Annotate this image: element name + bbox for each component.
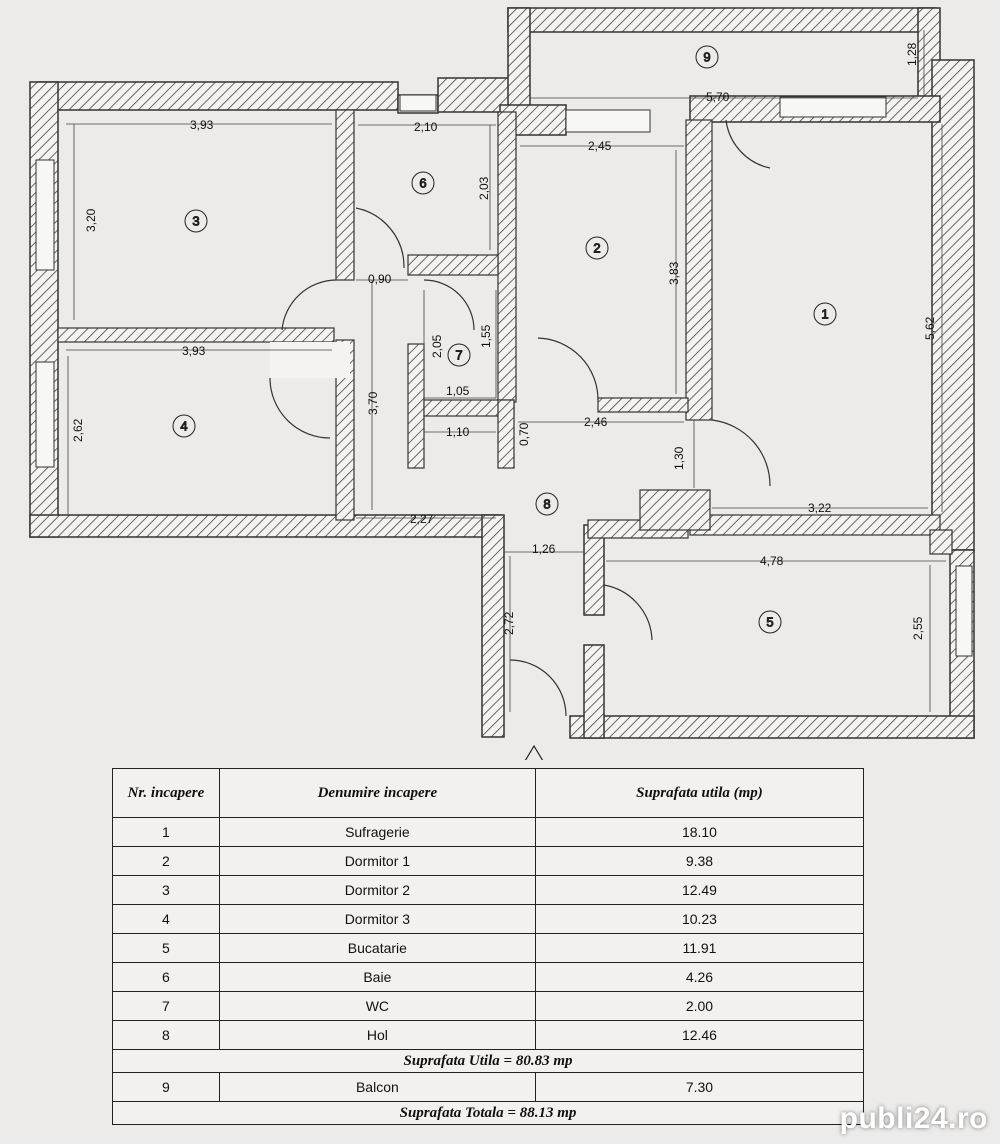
dim-r6-width: 2,10 [414, 120, 438, 134]
useful-total: Suprafata Utila = 80.83 mp [112, 1049, 864, 1073]
room-marker-7: 7 [447, 343, 471, 367]
svg-text:1: 1 [821, 307, 828, 322]
windows [35, 94, 973, 657]
dim-r8-entry: 1,26 [532, 542, 556, 556]
svg-text:2: 2 [593, 241, 600, 256]
dim-r5-width: 4,78 [760, 554, 784, 568]
svg-text:5: 5 [766, 615, 773, 630]
dim-r1-height: 5,62 [923, 316, 937, 340]
room-marker-9: 9 [695, 45, 719, 69]
svg-text:6: 6 [419, 176, 426, 191]
svg-text:4: 4 [180, 419, 187, 434]
dim-r3-width: 3,93 [190, 118, 214, 132]
watermark-logo: publi24.ro [839, 1102, 988, 1135]
room-markers: 1 2 3 4 5 6 7 8 9 [172, 45, 837, 634]
dim-r7b-width: 1,10 [446, 425, 470, 439]
svg-text:7: 7 [455, 348, 462, 363]
floor-plan: 3,93 3,20 3,93 2,62 2,10 2,03 0,90 3,70 … [29, 7, 975, 760]
dim-r8-width: 2,27 [410, 512, 434, 526]
dim-r7-height2: 1,55 [479, 324, 493, 348]
room-marker-5: 5 [758, 610, 782, 634]
dimension-lines [66, 30, 946, 712]
room-marker-4: 4 [172, 414, 196, 438]
room-marker-2: 2 [585, 236, 609, 260]
dim-r1-gap: 1,30 [672, 446, 686, 470]
dim-r6-height: 2,03 [477, 176, 491, 200]
door-swings [269, 119, 771, 717]
svg-text:8: 8 [543, 497, 550, 512]
dim-hall-width: 0,90 [368, 272, 392, 286]
dimension-labels: 3,93 3,20 3,93 2,62 2,10 2,03 0,90 3,70 … [71, 42, 937, 640]
dim-hall-height: 3,70 [366, 391, 380, 415]
header-name: Denumire incapere [218, 768, 536, 818]
grand-total: Suprafata Totala = 88.13 mp [112, 1101, 864, 1125]
room-marker-6: 6 [411, 171, 435, 195]
dim-r4-width: 3,93 [182, 344, 206, 358]
dim-r5-height: 2,55 [911, 616, 925, 640]
dim-gap: 0,70 [517, 422, 531, 446]
dim-r3-height: 3,20 [84, 208, 98, 232]
dim-r2-bottom: 2,46 [584, 415, 608, 429]
dim-r1-width: 3,22 [808, 501, 832, 515]
header-area: Suprafata utila (mp) [534, 768, 865, 818]
entrance-marker [524, 744, 544, 760]
dim-r7-width: 1,05 [446, 384, 470, 398]
dim-r7-height: 2,05 [430, 334, 444, 358]
room-marker-1: 1 [813, 302, 837, 326]
dim-r8-entry-h: 2,72 [502, 611, 516, 635]
interior-walls [57, 109, 953, 555]
room-marker-3: 3 [184, 209, 208, 233]
header-nr: Nr. incapere [112, 768, 220, 818]
dim-r4-height: 2,62 [71, 418, 85, 442]
rooms-table: Nr. incapere Denumire incapere Suprafata… [112, 768, 865, 1125]
dim-r2-width: 2,45 [588, 139, 612, 153]
dim-r9-height: 1,28 [905, 42, 919, 66]
svg-text:9: 9 [703, 50, 710, 65]
dim-r2-height: 3,83 [667, 261, 681, 285]
dim-r9-width: 5,70 [706, 90, 730, 104]
svg-text:3: 3 [192, 214, 199, 229]
room-marker-8: 8 [535, 492, 559, 516]
